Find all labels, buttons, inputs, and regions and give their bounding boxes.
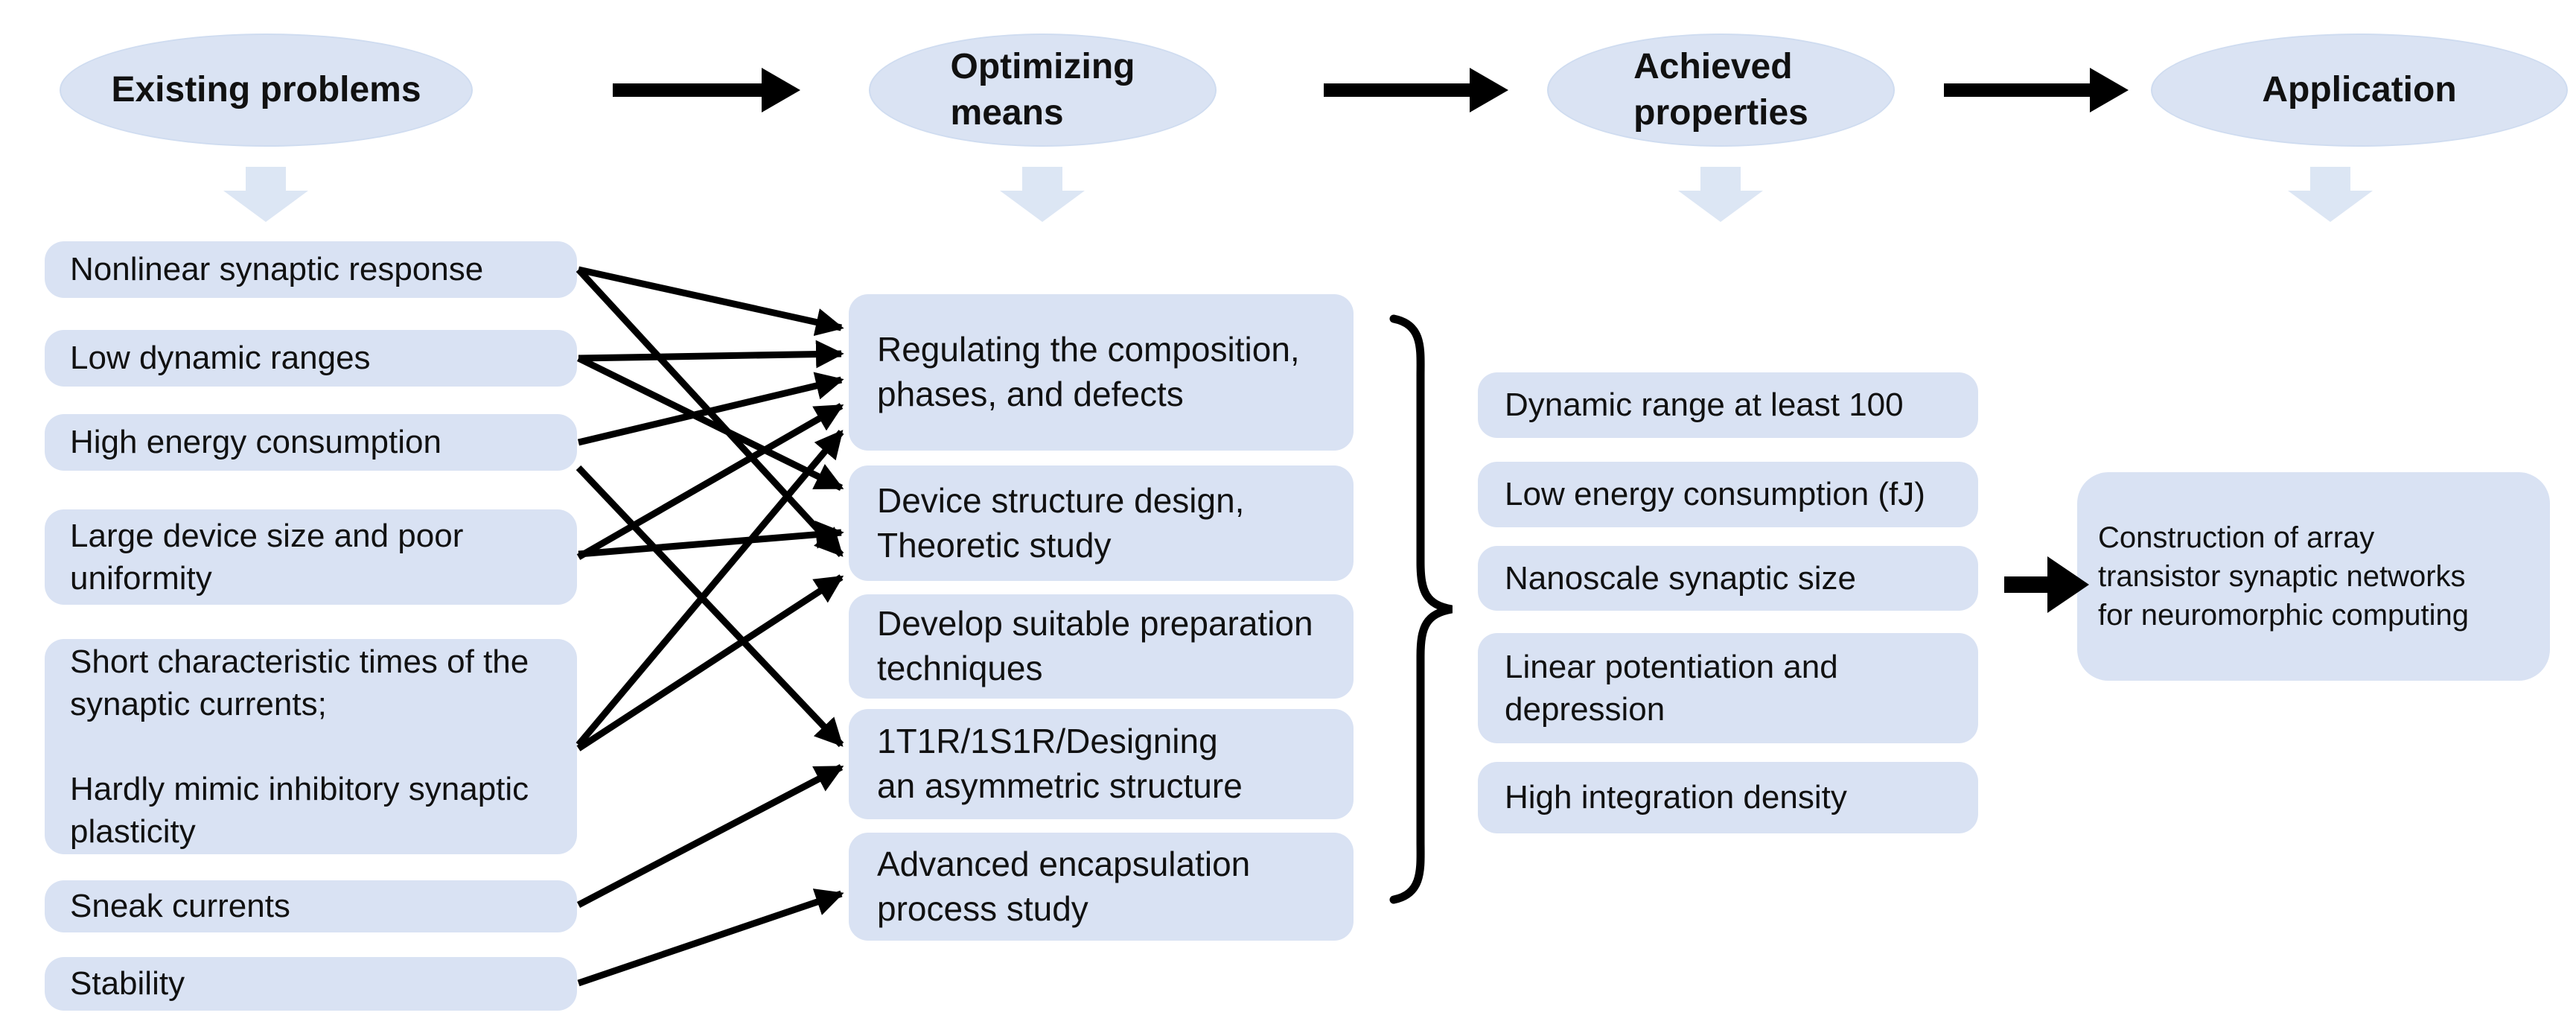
means-1t1r-1s1r-asymmetric: 1T1R/1S1R/Designing an asymmetric struct…: [849, 709, 1354, 819]
problem-nonlinear-synaptic-response: Nonlinear synaptic response: [45, 241, 577, 298]
connector-arrow-b2-m2: [577, 355, 844, 492]
connector-arrow-b3-m1: [577, 372, 844, 446]
property-low-energy-consumption: Low energy consumption (fJ): [1478, 462, 1978, 527]
means-advanced-encapsulation: Advanced encapsulation process study: [849, 833, 1354, 941]
down-block-arrow-icon-4: [2288, 167, 2373, 222]
connector-arrow-b3-m4: [576, 465, 844, 748]
connector-arrow-b1-m2: [576, 267, 844, 558]
problem-stability: Stability: [45, 957, 577, 1011]
connector-arrow-b5-m2: [576, 574, 844, 751]
flow-arrow-icon-1: [613, 68, 800, 112]
property-linear-potentiation-depression: Linear potentiation and depression: [1478, 633, 1978, 743]
flow-arrow-icon-2: [1324, 68, 1508, 112]
problem-short-characteristic-times: Short characteristic times of the synapt…: [45, 639, 577, 854]
connector-arrow-b2-m1: [578, 340, 844, 369]
connector-arrow-b4-m2: [578, 520, 844, 558]
connector-arrow-b6-m4: [576, 764, 844, 908]
down-block-arrow-icon-2: [1000, 167, 1085, 222]
to-application-arrow-icon: [2004, 556, 2089, 613]
stage-ellipse-achieved-properties: Achieved properties: [1547, 34, 1895, 147]
down-block-arrow-icon-3: [1678, 167, 1763, 222]
property-nanoscale-synaptic-size: Nanoscale synaptic size: [1478, 546, 1978, 611]
means-regulating-composition: Regulating the composition, phases, and …: [849, 294, 1354, 451]
connector-arrow-b1-m1: [578, 266, 844, 337]
problem-high-energy-consumption: High energy consumption: [45, 414, 577, 471]
curly-brace: [1389, 314, 1453, 904]
stage-ellipse-existing-problems: Existing problems: [60, 34, 473, 147]
connector-arrow-b7-m5: [577, 889, 844, 987]
means-device-structure-design: Device structure design, Theoretic study: [849, 465, 1354, 581]
problem-sneak-currents: Sneak currents: [45, 880, 577, 932]
means-preparation-techniques: Develop suitable preparation techniques: [849, 594, 1354, 699]
property-high-integration-density: High integration density: [1478, 762, 1978, 833]
problem-large-device-size-poor-uniformity: Large device size and poor uniformity: [45, 509, 577, 605]
flow-arrow-icon-3: [1944, 68, 2129, 112]
property-dynamic-range: Dynamic range at least 100: [1478, 372, 1978, 438]
application-construction-array-networks: Construction of array transistor synapti…: [2077, 472, 2550, 681]
connector-arrow-b5-m1: [576, 430, 844, 747]
stage-ellipse-optimizing-means: Optimizing means: [869, 34, 1217, 147]
problem-low-dynamic-ranges: Low dynamic ranges: [45, 330, 577, 387]
stage-ellipse-application: Application: [2151, 34, 2568, 147]
connector-arrow-b4-m1: [576, 403, 844, 560]
down-block-arrow-icon-1: [223, 167, 308, 222]
